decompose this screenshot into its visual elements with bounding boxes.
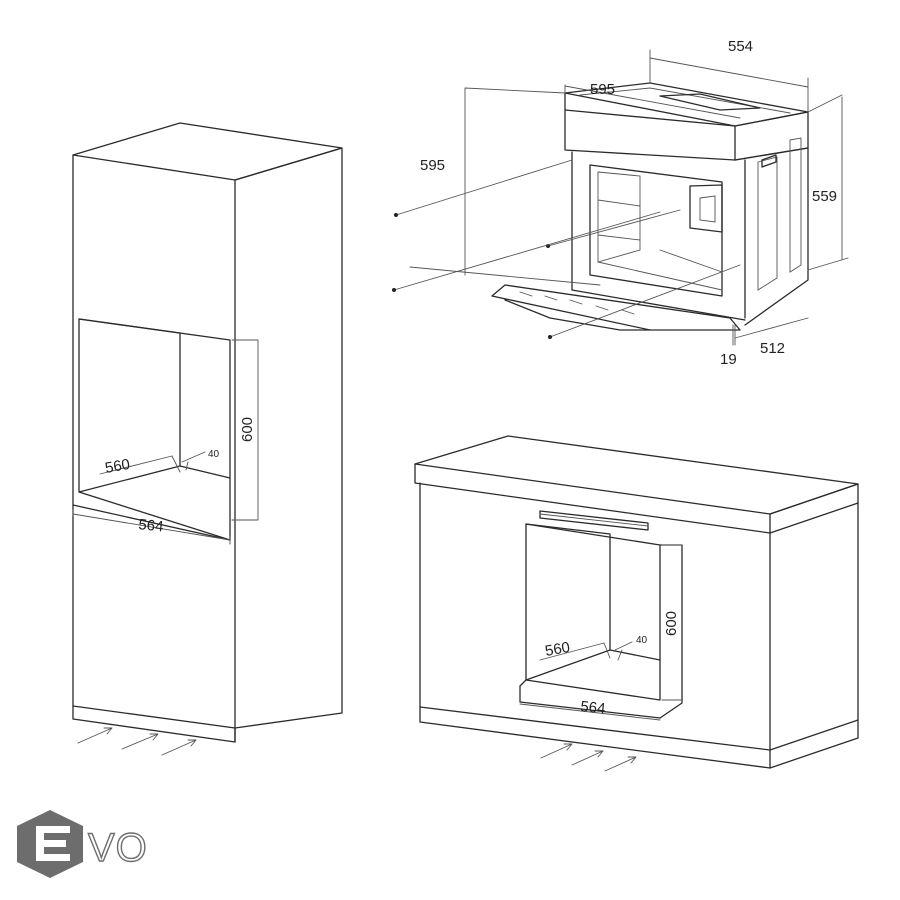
oven-dim-595-height: 595: [420, 157, 445, 174]
base-cabinet-airflow-arrows: [540, 743, 637, 772]
oven-dim-512: 512: [760, 340, 785, 357]
hexagon-e-icon: [17, 810, 83, 878]
oven-dim-19: 19: [720, 351, 737, 368]
base-cabinet-dim-600: 600: [663, 611, 680, 636]
base-cabinet-dim-560: 560: [544, 639, 572, 660]
evo-logo: VO: [17, 810, 148, 878]
tall-cabinet-dim-600: 600: [239, 417, 256, 442]
base-cabinet-dim-564: 564: [580, 698, 607, 718]
logo-text: VO: [88, 826, 148, 870]
tall-cabinet-dim-560: 560: [104, 456, 132, 477]
oven-dim-559: 559: [812, 188, 837, 205]
base-cabinet: 600 560 40 564: [414, 435, 859, 772]
tall-cabinet-dim-40: 40: [208, 449, 220, 460]
base-cabinet-dim-40: 40: [636, 635, 648, 646]
tall-cabinet-dim-564: 564: [138, 516, 165, 536]
tall-cabinet-airflow-arrows: [77, 727, 197, 756]
tall-cabinet: 600 560 40 564: [72, 122, 343, 756]
tall-cabinet-niche: [72, 318, 259, 545]
oven-dim-595-front: 595: [590, 81, 615, 98]
oven-dim-554: 554: [728, 38, 753, 55]
oven: [392, 49, 849, 346]
base-cabinet-niche: [519, 523, 683, 721]
